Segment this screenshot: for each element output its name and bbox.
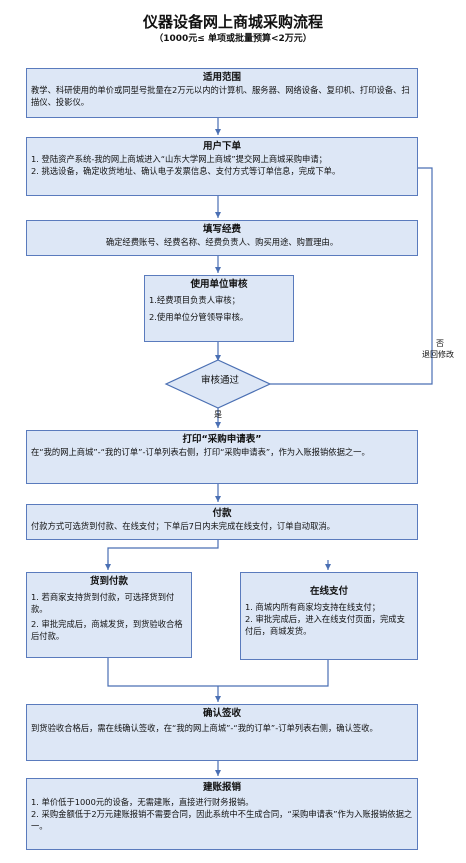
arrow-merge — [107, 658, 329, 687]
scope-title: 适用范围 — [202, 72, 241, 83]
decision-yes-label: 是 — [214, 410, 222, 419]
cod-box: 货到付款 1. 若商家支持货到付款，可选择货到付款。 2. 审批完成后，商城发货… — [26, 572, 192, 658]
confirm-title: 确认签收 — [202, 708, 241, 719]
page-title: 仪器设备网上商城采购流程 — [142, 13, 323, 31]
print-text: 在“我的网上商城”-“我的订单”-订单列表右侧，打印“采购申请表”，作为入账报销… — [31, 447, 370, 457]
payment-title: 付款 — [212, 508, 232, 519]
online-title: 在线支付 — [309, 586, 348, 597]
order-title: 用户下单 — [202, 141, 241, 152]
review-title: 使用单位审核 — [190, 279, 248, 290]
scope-text: 教学、科研使用的单价或同型号批量在2万元以内的计算机、服务器、网络设备、复印机、… — [31, 85, 410, 107]
decision-label: 审核通过 — [200, 375, 239, 386]
online-step-1: 1. 商城内所有商家均支持在线支付； — [245, 602, 381, 612]
cod-step-2: 2. 审批完成后，商城发货，到货验收合格后付款。 — [31, 619, 183, 641]
online-step-2: 2. 审批完成后，进入在线支付页面，完成支付后，商城发货。 — [245, 614, 405, 636]
print-title: 打印“采购申请表” — [182, 434, 262, 445]
payment-box: 付款 付款方式可选货到付款、在线支付；下单后7日内未完成在线支付，订单自动取消。 — [26, 504, 418, 540]
account-title: 建账报销 — [202, 782, 241, 793]
decision-no-action: 退回修改 — [422, 350, 454, 359]
account-box: 建账报销 1. 单价低于1000元的设备，无需建账，直接进行财务报销。 2. 采… — [26, 778, 418, 850]
print-box: 打印“采购申请表” 在“我的网上商城”-“我的订单”-订单列表右侧，打印“采购申… — [26, 430, 418, 484]
payment-text: 付款方式可选货到付款、在线支付；下单后7日内未完成在线支付，订单自动取消。 — [31, 521, 335, 531]
scope-box: 适用范围 教学、科研使用的单价或同型号批量在2万元以内的计算机、服务器、网络设备… — [26, 68, 418, 118]
account-step-2: 2. 采购金额低于2万元建账报销不需要合同，因此系统中不生成合同，“采购申请表”… — [31, 809, 413, 831]
online-box: 在线支付 1. 商城内所有商家均支持在线支付； 2. 审批完成后，进入在线支付页… — [240, 572, 418, 660]
arrow-split — [107, 540, 219, 568]
order-step-1: 1. 登陆资产系统-我的网上商城进入“山东大学网上商城”提交网上商城采购申请； — [31, 154, 327, 164]
funding-box: 填写经费 确定经费账号、经费名称、经费负责人、购买用途、购置理由。 — [26, 220, 418, 256]
review-step-2: 2.使用单位分管领导审核。 — [149, 312, 249, 322]
account-step-1: 1. 单价低于1000元的设备，无需建账，直接进行财务报销。 — [31, 797, 254, 807]
confirm-text: 到货验收合格后，需在线确认签收，在“我的网上商城”-“我的订单”-订单列表右侧，… — [31, 723, 378, 733]
funding-title: 填写经费 — [202, 224, 241, 235]
order-box: 用户下单 1. 登陆资产系统-我的网上商城进入“山东大学网上商城”提交网上商城采… — [26, 137, 418, 196]
decision-diamond — [164, 359, 272, 409]
page-subtitle: （1000元≤ 单项或批量预算<2万元） — [154, 34, 312, 44]
funding-text: 确定经费账号、经费名称、经费负责人、购买用途、购置理由。 — [105, 237, 339, 247]
order-step-2: 2. 挑选设备，确定收货地址、确认电子发票信息、支付方式等订单信息，完成下单。 — [31, 166, 341, 176]
arrow-reject-return — [270, 165, 433, 385]
confirm-box: 确认签收 到货验收合格后，需在线确认签收，在“我的网上商城”-“我的订单”-订单… — [26, 704, 418, 761]
review-step-1: 1.经费项目负责人审核； — [149, 295, 240, 305]
review-box: 使用单位审核 1.经费项目负责人审核； 2.使用单位分管领导审核。 — [144, 275, 294, 342]
cod-step-1: 1. 若商家支持货到付款，可选择货到付款。 — [31, 592, 175, 614]
decision-no-label: 否 — [436, 339, 444, 348]
cod-title: 货到付款 — [89, 576, 128, 587]
